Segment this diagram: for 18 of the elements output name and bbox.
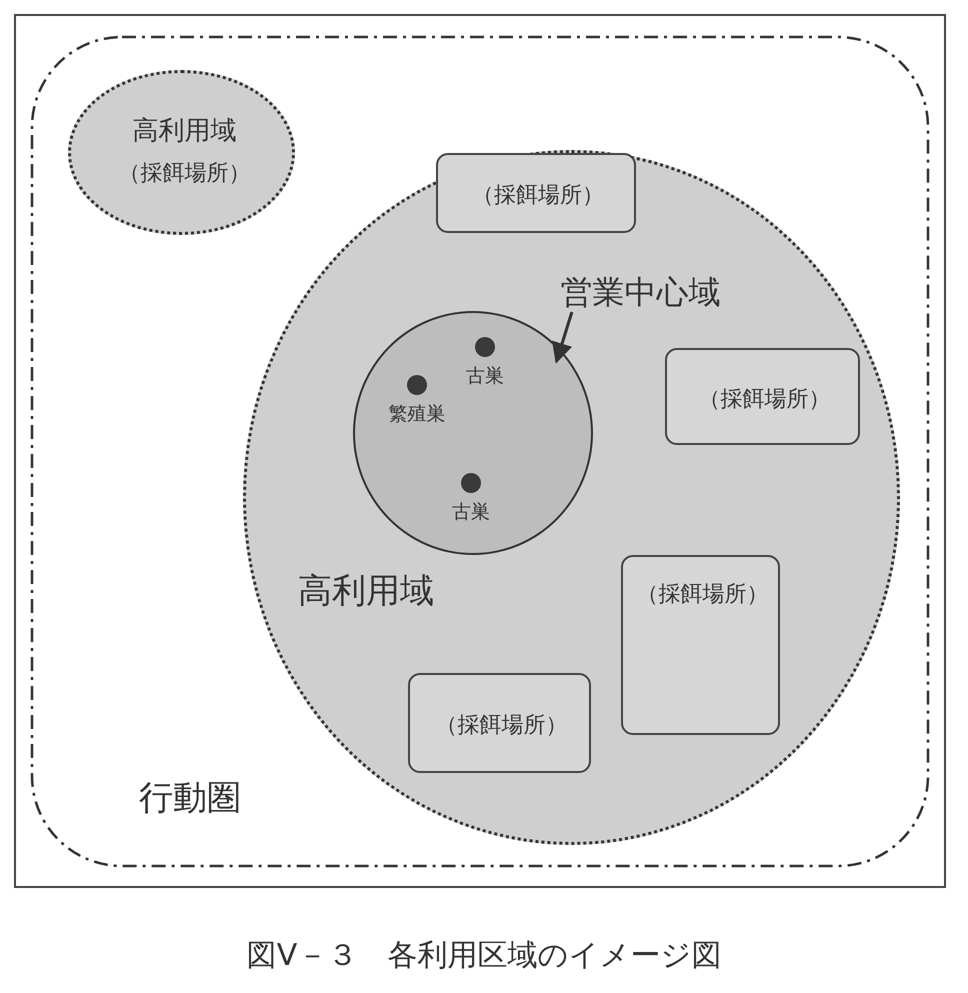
region-label: 営業中心域 [560, 272, 722, 313]
area-label: （採餌場所） [698, 386, 832, 414]
area-label: （採餌場所） [434, 712, 568, 740]
arrow [552, 312, 574, 364]
area-label: （採餌場所） [636, 581, 770, 609]
region-label: 高利用域 [132, 115, 238, 148]
nest-label: 繁殖巣 [388, 402, 446, 427]
caption: 図Ⅴ－３ 各利用区域のイメージ図 [246, 937, 722, 975]
area-box [621, 555, 780, 735]
region-label: 行動圏 [138, 777, 242, 820]
area-label: （採餌場所） [471, 182, 605, 210]
region-label: （採餌場所） [118, 160, 252, 188]
area-box [436, 153, 636, 233]
nest-label: 古巣 [451, 500, 491, 525]
area-box [665, 348, 860, 445]
region-label: 高利用域 [297, 570, 435, 613]
area-box [408, 673, 591, 773]
nest-label: 古巣 [465, 364, 505, 389]
